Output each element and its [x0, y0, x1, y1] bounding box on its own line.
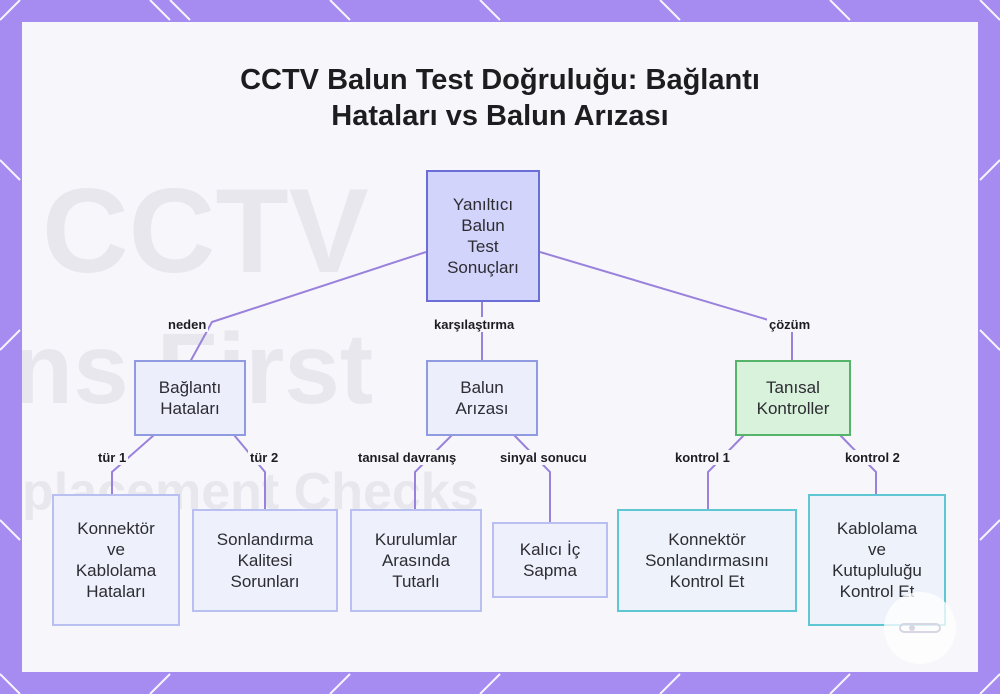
node-text: Test — [467, 237, 499, 256]
title-line-1: CCTV Balun Test Doğruluğu: Bağlantı — [240, 64, 760, 96]
edge-balun-kurulumlar — [414, 434, 453, 510]
edge-tanisal-kutup — [839, 434, 877, 495]
node-text: Sonuçları — [447, 258, 519, 277]
edge-label-kontrol1: kontrol 1 — [673, 450, 732, 465]
title-line-2: Hataları vs Balun Arızası — [331, 100, 669, 132]
node-text: Kablolama — [75, 561, 157, 580]
diagram-title: CCTV Balun Test Doğruluğu: Bağlantı Hata… — [22, 62, 978, 134]
watermark-badge-icon — [884, 592, 956, 664]
node-text: Sapma — [523, 561, 577, 580]
edge-tanisal-kontrolet — [707, 434, 745, 510]
edge-label-neden: neden — [166, 317, 209, 332]
node-text: Konnektör — [77, 519, 155, 538]
node-text: ve — [107, 540, 125, 559]
node-text: Kutupluluğu — [832, 561, 922, 580]
node-kurulumlar-arasinda-tutarli: Kurulumlar Arasında Tutarlı — [350, 509, 482, 612]
node-text: Kablolama — [836, 519, 918, 538]
edge-balun-kalici — [513, 434, 551, 522]
node-text: Kontrol Et — [669, 572, 745, 591]
diagram-card: CCTV ns First placement Checks CCTV Balu… — [22, 22, 978, 672]
node-text: Sorunları — [230, 572, 300, 591]
node-kalici-ic-sapma: Kalıcı İç Sapma — [492, 522, 608, 598]
node-text: Yanıltıcı — [452, 195, 514, 214]
node-text: Bağlantı — [158, 378, 222, 397]
node-text: Tutarlı — [392, 572, 440, 591]
edge-label-tur1: tür 1 — [96, 450, 129, 465]
node-text: Sonlandırma — [216, 530, 314, 549]
node-tanisal-kontroller: Tanısal Kontroller — [735, 360, 851, 436]
edge-label-karsilastirma: karşılaştırma — [432, 317, 517, 332]
node-konnektor-sonlandirmasini-kontrol-et: Konnektör Sonlandırmasını Kontrol Et — [617, 509, 797, 612]
node-text: Balun — [461, 216, 505, 235]
node-text: Balun — [460, 378, 504, 397]
node-text: Kalıcı İç — [519, 540, 581, 559]
node-text: Kurulumlar — [374, 530, 458, 549]
node-konnektor-ve-kablolama-hatalari: Konnektör ve Kablolama Hataları — [52, 494, 180, 626]
edge-baglanti-sonlandirma — [233, 434, 266, 510]
node-text: Tanısal — [766, 378, 820, 397]
node-text: Kontrol Et — [839, 582, 915, 601]
node-text: Hataları — [86, 582, 146, 601]
edge-baglanti-konnektor — [111, 434, 155, 495]
edge-label-tur2: tür 2 — [248, 450, 281, 465]
node-text: Hataları — [160, 399, 220, 418]
edge-label-kontrol2: kontrol 2 — [843, 450, 902, 465]
node-text: Arasında — [381, 551, 451, 570]
node-text: Arızası — [455, 399, 509, 418]
node-text: Kalitesi — [237, 551, 293, 570]
edge-root-tanisal — [539, 251, 793, 362]
node-text: ve — [868, 540, 886, 559]
edge-label-cozum: çözüm — [767, 317, 813, 332]
node-sonlandirma-kalitesi-sorunlari: Sonlandırma Kalitesi Sorunları — [192, 509, 338, 612]
node-baglanti-hatalari: Bağlantı Hataları — [134, 360, 246, 436]
node-text: Konnektör — [668, 530, 746, 549]
edge-label-tanisal-davranis: tanısal davranış — [356, 450, 459, 465]
node-balun-arizasi: Balun Arızası — [426, 360, 538, 436]
node-text: Sonlandırmasını — [645, 551, 769, 570]
edge-label-sinyal-sonucu: sinyal sonucu — [498, 450, 589, 465]
edge-root-baglanti — [189, 251, 427, 363]
node-yaniltici-balun-test-sonuclari: Yanıltıcı Balun Test Sonuçları — [426, 170, 540, 302]
node-kablolama-ve-kutuplulugu-kontrol-et: Kablolama ve Kutupluluğu Kontrol Et — [808, 494, 946, 626]
node-text: Kontroller — [756, 399, 830, 418]
